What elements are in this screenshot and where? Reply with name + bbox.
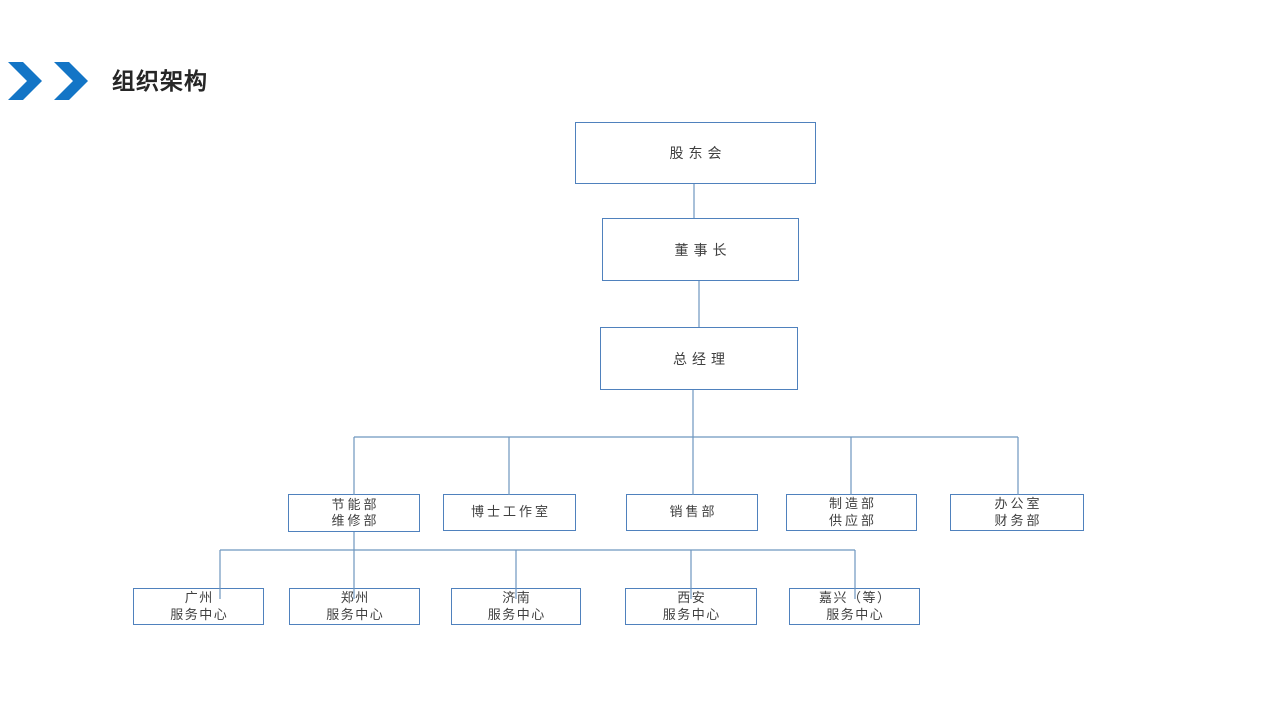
page-title: 组织架构 (112, 68, 208, 94)
org-node-manufacturing-supply-dept: 制造部 供应部 (786, 494, 917, 531)
org-node-label: 总经理 (673, 350, 730, 367)
org-node-label: 西安 (677, 590, 707, 605)
org-node-energy-maintenance-dept: 节能部 维修部 (288, 494, 420, 532)
org-node-label: 服务中心 (662, 606, 721, 622)
org-node-jinan-service-center: 济南 服务中心 (451, 588, 581, 625)
org-node-label: 股东会 (669, 145, 727, 161)
org-node-label: 节能部 (331, 496, 380, 512)
org-node-sales-dept: 销售部 (626, 494, 758, 531)
org-node-label: 维修部 (331, 513, 380, 528)
org-node-shareholders-meeting: 股东会 (575, 122, 816, 184)
org-node-label: 郑州 (340, 590, 370, 605)
org-node-label: 销售部 (669, 504, 718, 520)
org-node-label: 服务中心 (326, 606, 385, 622)
org-node-label: 服务中心 (487, 606, 546, 622)
org-node-label: 办公室 (994, 496, 1043, 511)
org-node-label: 嘉兴（等） (818, 590, 892, 605)
org-node-label: 财务部 (994, 512, 1043, 528)
org-node-label: 博士工作室 (470, 504, 551, 520)
org-node-chairman: 董事长 (602, 218, 799, 281)
org-node-label: 济南 (502, 590, 532, 605)
org-node-label: 服务中心 (826, 606, 885, 622)
org-node-label: 董事长 (674, 241, 732, 258)
org-node-zhengzhou-service-center: 郑州 服务中心 (289, 588, 420, 625)
org-node-label: 制造部 (828, 496, 877, 511)
org-node-guangzhou-service-center: 广州 服务中心 (133, 588, 264, 625)
org-node-jiaxing-service-center: 嘉兴（等） 服务中心 (789, 588, 920, 625)
org-node-label: 广州 (184, 590, 214, 605)
org-node-doctor-studio: 博士工作室 (443, 494, 576, 531)
org-node-label: 供应部 (828, 512, 877, 528)
slide-header: 组织架构 (0, 55, 1280, 110)
org-node-xian-service-center: 西安 服务中心 (625, 588, 757, 625)
org-node-general-manager: 总经理 (600, 327, 798, 390)
double-chevron-icon (8, 62, 88, 100)
org-node-office-finance-dept: 办公室 财务部 (950, 494, 1084, 531)
org-node-label: 服务中心 (170, 606, 229, 622)
